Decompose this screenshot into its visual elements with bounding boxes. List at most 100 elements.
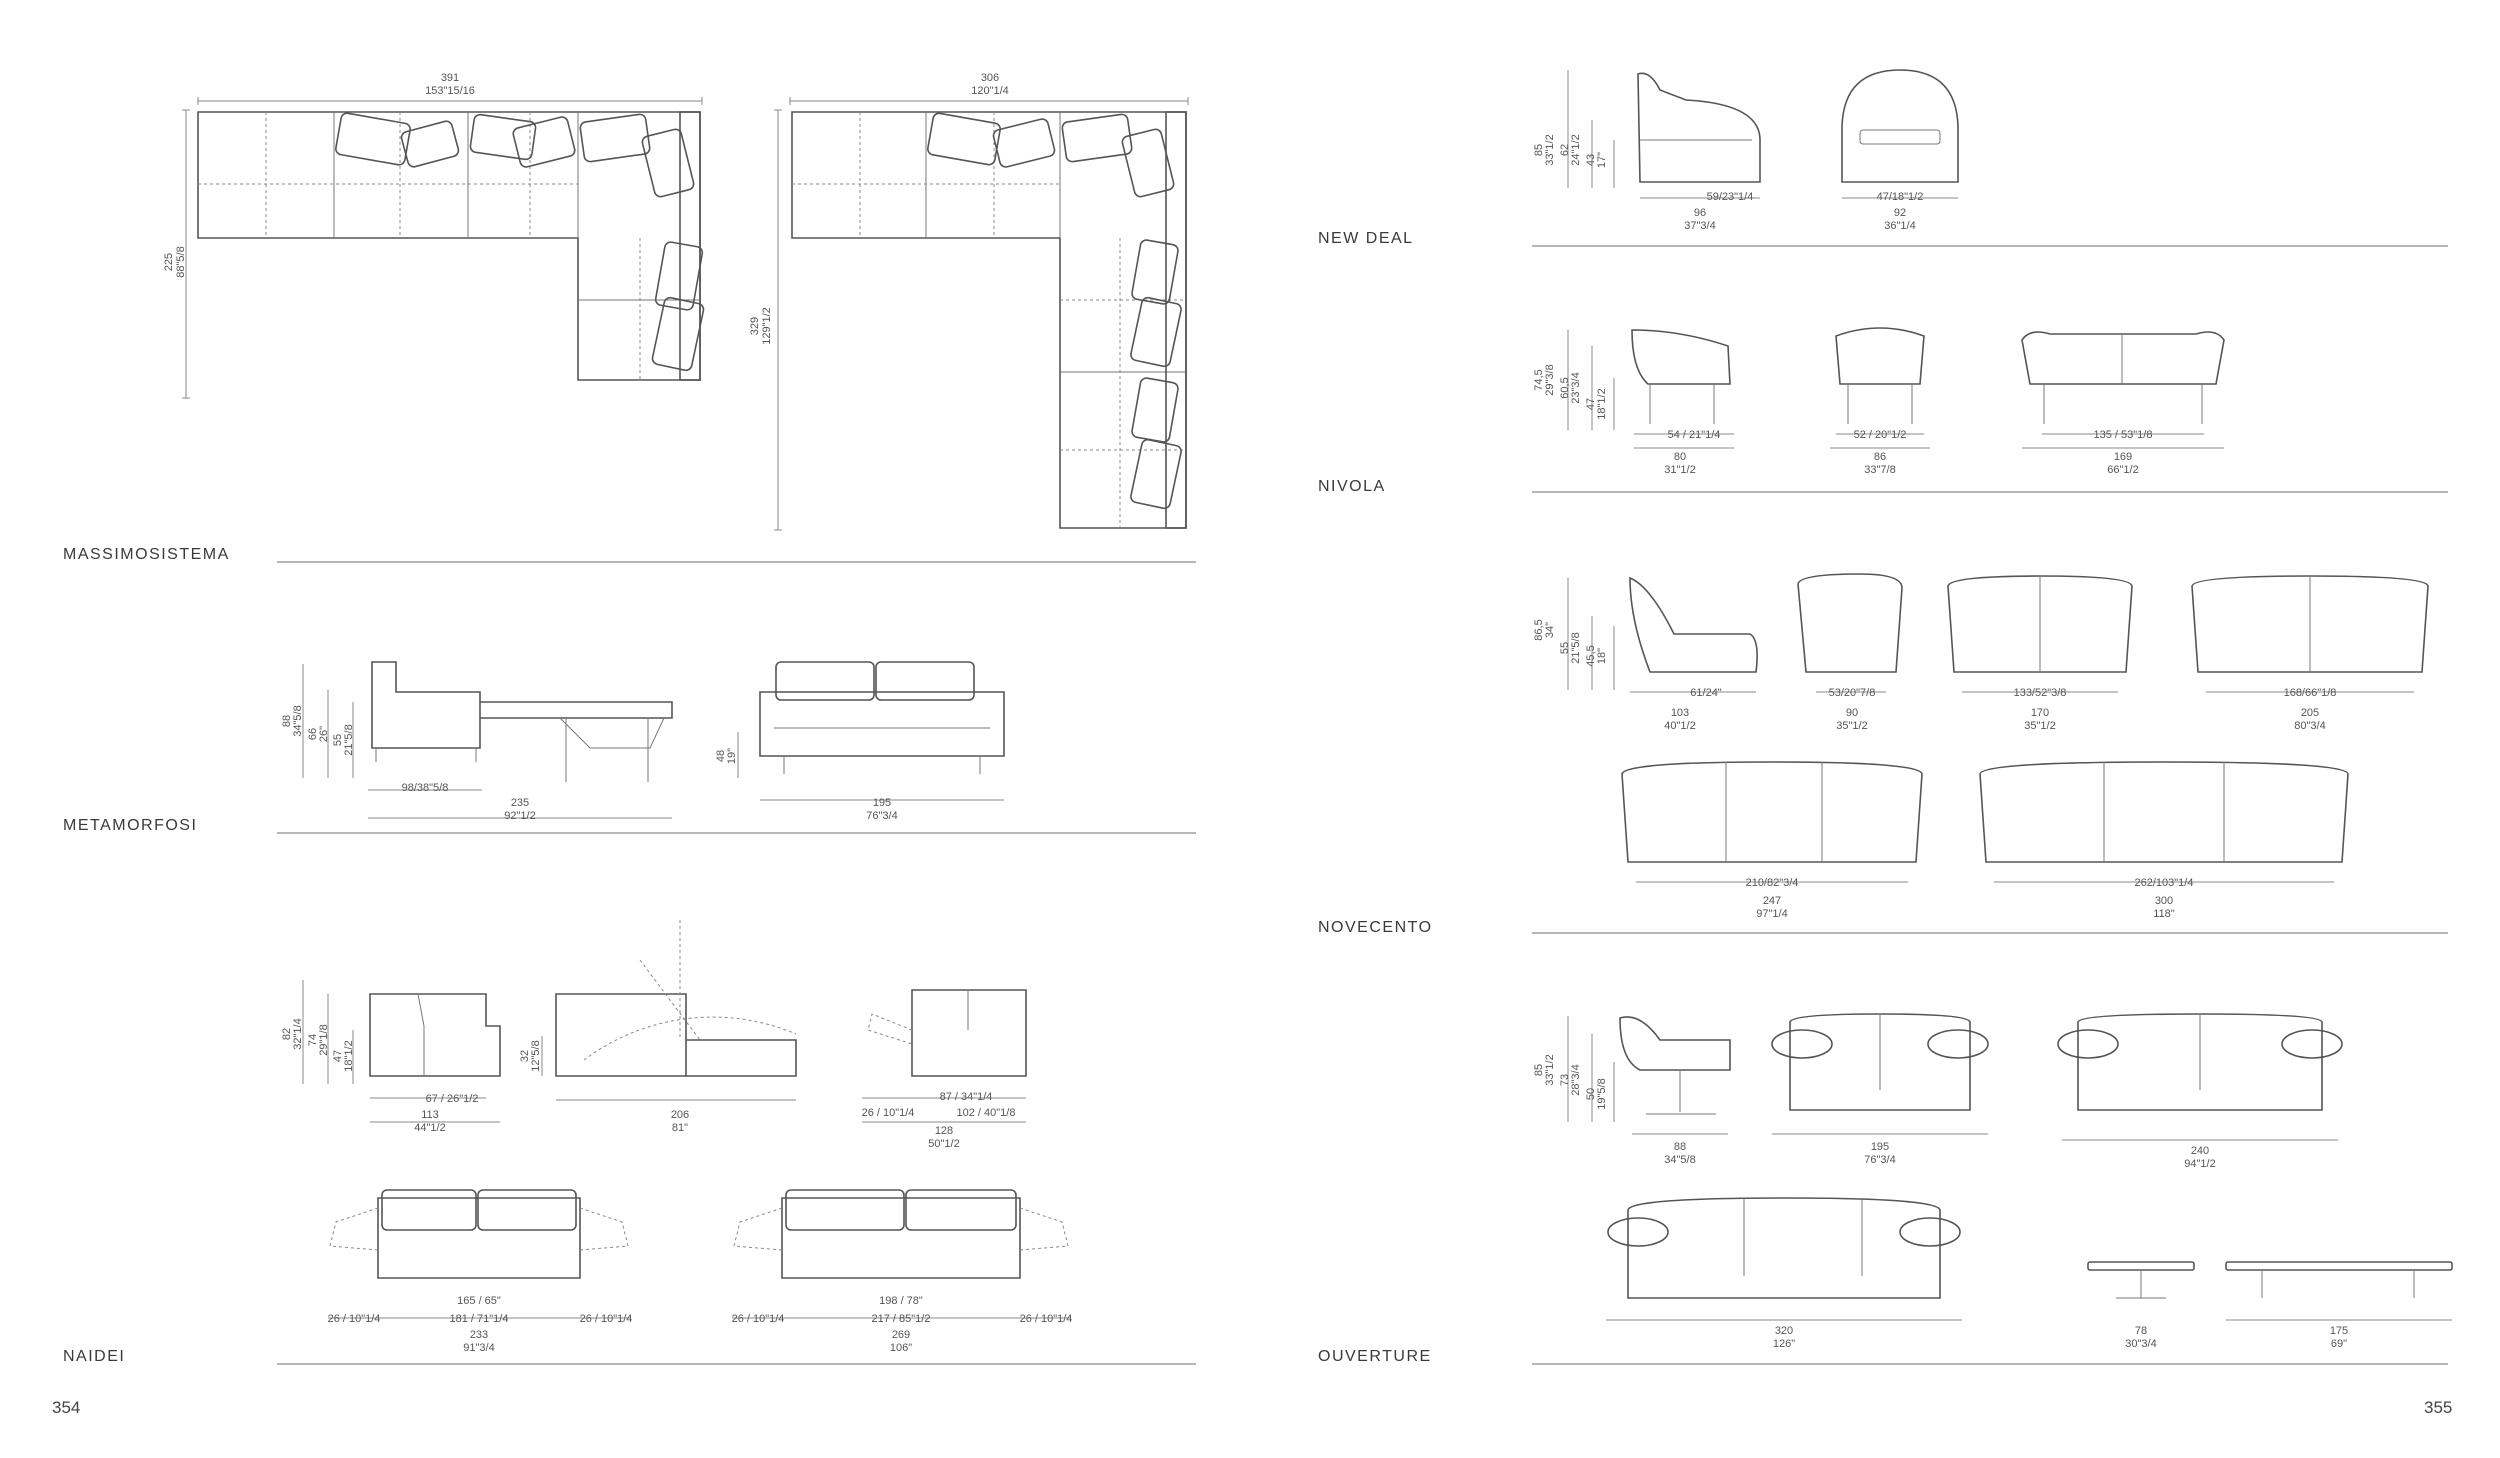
naidei-sofa1-seat: 165 / 65" [457,1295,501,1307]
novecento-sofa205-seat: 168/66"1/8 [2284,687,2337,699]
naidei-sofa-drawings-top: 67 / 26"1/2 113 44"1/2 82 32"1/4 74 29"1… [281,920,1027,1150]
naidei-sofa1-inner: 181 / 71"1/4 [450,1313,509,1325]
ouverture-seat-height-in: 19"5/8 [1596,1078,1608,1109]
naidei-arm-height-in: 29"1/8 [318,1024,330,1055]
naidei-height-in: 32"1/4 [292,1018,304,1049]
section-label-novecento: NOVECENTO [1318,919,1433,936]
metamorfosi-open-length: 235 [511,797,529,809]
naidei-seat-width: 102 / 40"1/8 [957,1107,1016,1119]
section-label-ouverture: OUVERTURE [1318,1348,1432,1365]
naidei-sofa2-total: 269 [892,1329,910,1341]
novecento-sofa247-width: 247 [1763,895,1781,907]
massimosistema-depth-2: 329 [749,317,761,335]
novecento-sofa300-seat: 262/103"1/4 [2135,877,2194,889]
new-deal-arm-height-in: 24"1/2 [1570,134,1582,165]
new-deal-arm-height: 62 [1559,144,1571,156]
metamorfosi-height: 88 [281,715,293,727]
nivola-arm-height: 60,5 [1559,377,1571,398]
nivola-seat-height: 47 [1585,398,1597,410]
naidei-sofa2-inner: 217 / 85"1/2 [872,1313,931,1325]
massimosistema-width-1: 391 [441,72,459,84]
novecento-sofa205-width: 205 [2301,707,2319,719]
nivola-seat-height-in: 18"1/2 [1596,388,1608,419]
novecento-depth-in: 40"1/2 [1664,720,1695,732]
novecento-sofa-drawings: 61/24" 103 40"1/2 86,5 34" 55 21"5/8 45,… [1533,573,2429,920]
nivola-width-in: 33"7/8 [1864,464,1895,476]
novecento-sofa247-seat: 210/82"3/4 [1746,877,1799,889]
metamorfosi-arm-height: 66 [307,728,319,740]
new-deal-width-in: 36"1/4 [1884,220,1915,232]
metamorfosi-width-in: 76"3/4 [866,810,897,822]
ouverture-arm-height-in: 28"3/4 [1570,1064,1582,1095]
ouverture-height-in: 33"1/2 [1544,1054,1556,1085]
nivola-seat-depth: 54 / 21"1/4 [1668,429,1721,441]
naidei-sofa2-total-in: 106" [890,1342,912,1354]
massimosistema-width-2: 306 [981,72,999,84]
naidei-seat-height: 47 [332,1050,344,1062]
metamorfosi-open-length-in: 92"1/2 [504,810,535,822]
massimosistema-width-1-in: 153"15/16 [425,85,475,97]
naidei-sofa2-seat: 198 / 78" [879,1295,923,1307]
massimosistema-corner-sofa-left: 391 153"15/16 225 88"5/8 [163,72,705,399]
massimosistema-depth-1-in: 88"5/8 [175,246,187,277]
naidei-arm-height: 74 [307,1034,319,1046]
ouverture-chair-depth: 88 [1674,1141,1686,1153]
ouverture-table78-width-in: 30"3/4 [2125,1338,2156,1350]
section-label-metamorfosi: METAMORFOSI [63,817,198,834]
naidei-sofa1-total-in: 91"3/4 [463,1342,494,1354]
nivola-sofa-seat-width: 135 / 53"1/8 [2094,429,2153,441]
naidei-module-width: 87 / 34"1/4 [940,1091,993,1103]
naidei-open-height: 32 [519,1050,531,1062]
novecento-height: 86,5 [1533,619,1545,640]
nivola-seat-width: 52 / 20"1/2 [1854,429,1907,441]
metamorfosi-seat-height-in: 21"5/8 [343,724,355,755]
metamorfosi-height-in: 34"5/8 [292,705,304,736]
ouverture-sofa320-width: 320 [1775,1325,1793,1337]
ouverture-table78-width: 78 [2135,1325,2147,1337]
naidei-module-total-in: 50"1/2 [928,1138,959,1150]
novecento-seat-height: 45,5 [1585,645,1597,666]
new-deal-height-in: 33"1/2 [1544,134,1556,165]
ouverture-seat-height: 50 [1585,1088,1597,1100]
novecento-sofa170-width-in: 35"1/2 [2024,720,2055,732]
new-deal-depth: 96 [1694,207,1706,219]
novecento-armchair-width: 90 [1846,707,1858,719]
metamorfosi-sofa-bed-drawings: 98/38"5/8 235 92"1/2 88 34"5/8 66 26" 55… [281,661,1005,822]
nivola-depth: 80 [1674,451,1686,463]
ouverture-table175-width: 175 [2330,1325,2348,1337]
novecento-sofa300-width-in: 118" [2153,908,2175,920]
new-deal-seat-height-in: 17" [1596,152,1608,168]
section-label-massimosistema: MASSIMOSISTEMA [63,546,230,563]
nivola-width: 86 [1874,451,1886,463]
section-label-naidei: NAIDEI [63,1348,126,1365]
ouverture-sofa320-width-in: 126" [1773,1338,1795,1350]
naidei-height: 82 [281,1028,293,1040]
ouverture-sofa240-width: 240 [2191,1145,2209,1157]
ouverture-height: 85 [1533,1064,1545,1076]
naidei-open-length: 206 [671,1109,689,1121]
page-number-right: 355 [2424,1398,2453,1417]
new-deal-armchair-drawings: 59/23"1/4 96 37"3/4 85 33"1/2 62 24"1/2 … [1533,69,1959,232]
novecento-arm-height: 55 [1559,642,1571,654]
novecento-armchair-seat: 53/20"7/8 [1829,687,1876,699]
novecento-depth: 103 [1671,707,1689,719]
ouverture-sofa-drawings: 88 34"5/8 85 33"1/2 73 28"3/4 50 19"5/8 … [1533,1013,2453,1350]
ouverture-sofa240-width-in: 94"1/2 [2184,1158,2215,1170]
novecento-sofa170-seat: 133/52"3/8 [2014,687,2067,699]
metamorfosi-seat-height: 55 [332,734,344,746]
nivola-height: 74,5 [1533,369,1545,390]
ouverture-arm-height: 73 [1559,1074,1571,1086]
nivola-sofa-width-in: 66"1/2 [2107,464,2138,476]
massimosistema-corner-sofa-right: 306 120"1/4 329 129"1/2 [749,72,1189,531]
novecento-armchair-width-in: 35"1/2 [1836,720,1867,732]
page-number-left: 354 [52,1398,81,1417]
novecento-seat-height-in: 18" [1596,648,1608,664]
naidei-open-height-in: 12"5/8 [530,1040,542,1071]
novecento-sofa300-width: 300 [2155,895,2173,907]
naidei-sofa2-arm-r: 26 / 10"1/4 [1020,1313,1073,1325]
novecento-arm-height-in: 21"5/8 [1570,632,1582,663]
nivola-sofa-width: 169 [2114,451,2132,463]
naidei-depth: 113 [421,1109,439,1121]
ouverture-table175-width-in: 69" [2331,1338,2347,1350]
